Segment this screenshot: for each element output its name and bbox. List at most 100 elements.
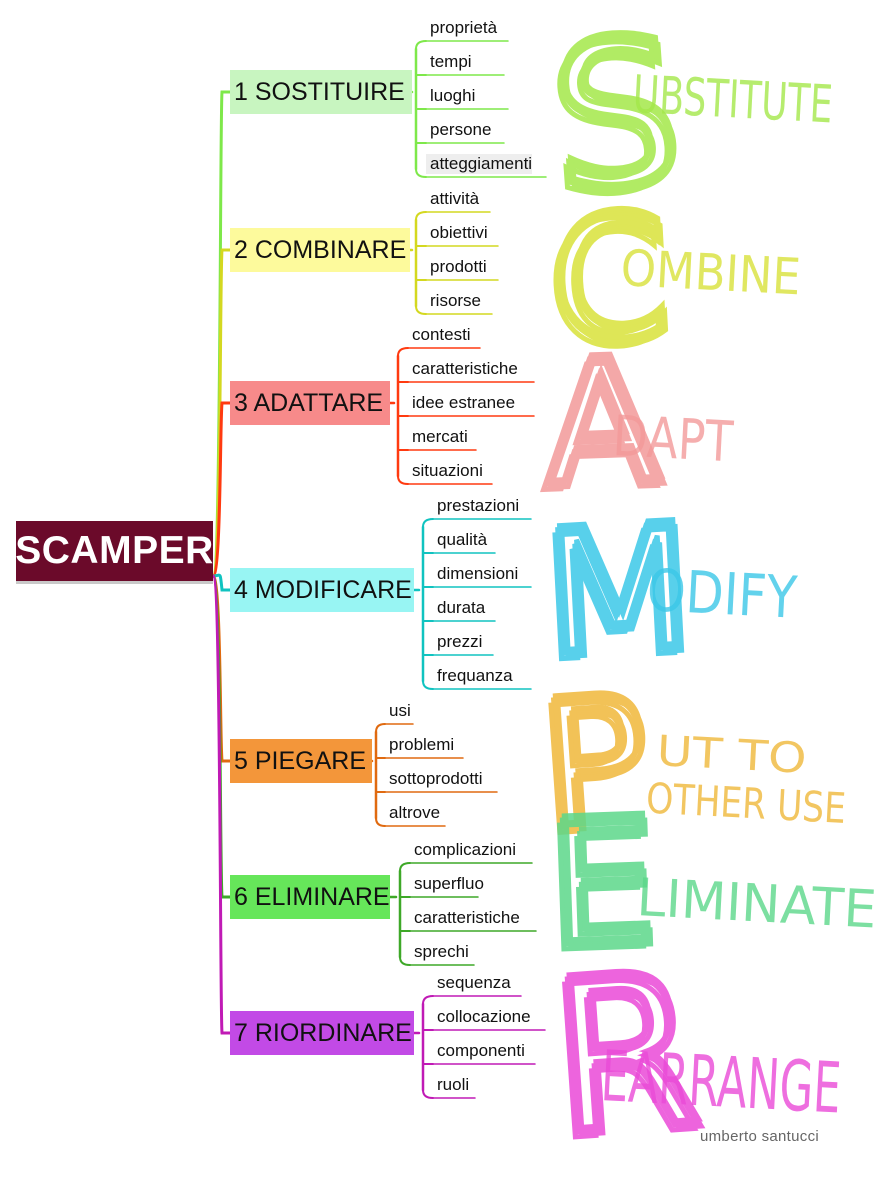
leaf-4-3[interactable]: dimensioni [437,564,519,583]
branch-node-4[interactable]: 4 MODIFICARE [230,568,414,612]
leaf-4-2[interactable]: qualità [437,530,488,549]
leaf-3-2[interactable]: caratteristiche [412,359,518,378]
leaf-1-2[interactable]: tempi [430,52,472,71]
connector-leaf-6-1 [399,862,411,872]
leaf-4-1[interactable]: prestazioni [437,496,520,515]
svg-text:P: P [536,656,655,866]
scamper-word-1-1: UBSTITUTE [631,65,834,135]
connector-root-to-branch-7 [211,574,232,1035]
leaf-5-3[interactable]: sottoprodotti [389,769,483,788]
connector-root-to-branch-3 [211,401,232,578]
leaf-6-3[interactable]: caratteristiche [414,908,520,927]
svg-text:C: C [548,182,677,386]
branch-node-5[interactable]: 5 PIEGARE [230,739,372,783]
leaf-1-1[interactable]: proprietà [430,18,498,37]
connector-root-to-branch-1 [211,90,232,578]
svg-text:S: S [541,1,684,242]
leaf-6-2[interactable]: superfluo [414,874,484,893]
branch-node-6[interactable]: 6 ELIMINARE [230,875,390,919]
scamper-word-4-1: ODIFY [645,556,799,632]
leaf-5-4[interactable]: altrove [389,803,441,822]
leaf-3-4[interactable]: mercati [412,427,468,446]
leaf-2-3[interactable]: prodotti [430,257,487,276]
svg-text:C: C [544,179,673,383]
leaf-7-1[interactable]: sequenza [437,973,511,992]
leaf-6-1[interactable]: complicazioni [414,840,517,859]
scamper-word-2-1: OMBINE [619,239,802,306]
scamper-word-6-1: LIMINATE [635,868,878,940]
leaf-2-4[interactable]: risorse [430,291,482,310]
scamper-word-3-1: DAPT [611,404,735,475]
scamper-word-5-1: UT TO [655,726,807,783]
svg-text:R: R [544,928,707,1183]
connector-root-to-branch-5 [211,574,232,763]
svg-text:A: A [541,319,664,521]
leaf-3-5[interactable]: situazioni [412,461,483,480]
svg-text:E: E [542,789,656,991]
connector-leaf-7-4 [422,1089,434,1099]
connector-leaf-6-4 [399,956,411,966]
connector-leaf-4-1 [422,518,434,528]
leaf-1-5[interactable]: atteggiamenti [426,154,533,174]
leaf-1-3[interactable]: luoghi [430,86,476,105]
author-credit: umberto santucci [700,1128,820,1145]
svg-text:P: P [534,660,653,870]
connector-leaf-7-1 [422,995,434,1005]
svg-text:S: S [548,0,691,240]
svg-text:P: P [532,666,651,876]
svg-text:M: M [539,490,696,695]
branch-node-2[interactable]: 2 COMBINARE [230,228,410,272]
leaf-6-4[interactable]: sprechi [414,942,469,961]
svg-text:A: A [544,326,667,528]
svg-text:R: R [548,931,711,1186]
scamper-word-5-2: OTHER USE [645,774,847,833]
svg-text:E: E [546,780,660,982]
branch-node-7[interactable]: 7 RIORDINARE [230,1011,414,1055]
svg-text:S: S [546,0,689,233]
connector-leaf-1-1 [415,40,427,50]
svg-text:E: E [549,787,663,989]
leaf-7-3[interactable]: componenti [437,1041,525,1060]
leaf-5-1[interactable]: usi [389,701,411,720]
svg-text:A: A [540,323,663,525]
svg-text:M: M [541,486,698,691]
scamper-word-7-1: EARRANGE [599,1035,843,1129]
svg-text:M: M [537,495,694,700]
connector-leaf-2-1 [415,211,427,221]
connector-leaf-5-1 [375,723,386,733]
svg-text:E: E [545,784,659,986]
leaf-2-2[interactable]: obiettivi [430,223,488,242]
leaf-7-4[interactable]: ruoli [437,1075,470,1094]
svg-text:M: M [543,493,700,698]
connector-leaf-2-4 [415,305,427,315]
leaf-1-4[interactable]: persone [430,120,492,139]
svg-text:A: A [537,329,660,531]
leaf-3-3[interactable]: idee estranee [412,393,516,412]
leaf-5-2[interactable]: problemi [389,735,455,754]
root-node-scamper[interactable]: SCAMPER [15,521,213,581]
leaf-2-1[interactable]: attività [430,189,480,208]
connector-leaf-4-6 [422,680,434,690]
connector-leaf-3-1 [397,347,409,357]
connector-root-to-branch-2 [211,248,232,578]
connector-root-to-branch-6 [211,574,232,899]
svg-text:C: C [546,175,675,379]
svg-text:P: P [538,663,657,873]
svg-text:R: R [541,934,704,1189]
connector-leaf-5-4 [375,817,386,827]
branch-node-3[interactable]: 3 ADATTARE [230,381,390,425]
leaf-4-5[interactable]: prezzi [437,632,483,651]
branch-node-1[interactable]: 1 SOSTITUIRE [230,70,412,114]
leaf-4-4[interactable]: durata [437,598,486,617]
leaf-7-2[interactable]: collocazione [437,1007,531,1026]
connector-root-to-branch-4 [211,573,232,592]
leaf-3-1[interactable]: contesti [412,325,471,344]
svg-text:S: S [544,0,687,237]
leaf-4-6[interactable]: frequanza [437,666,513,685]
